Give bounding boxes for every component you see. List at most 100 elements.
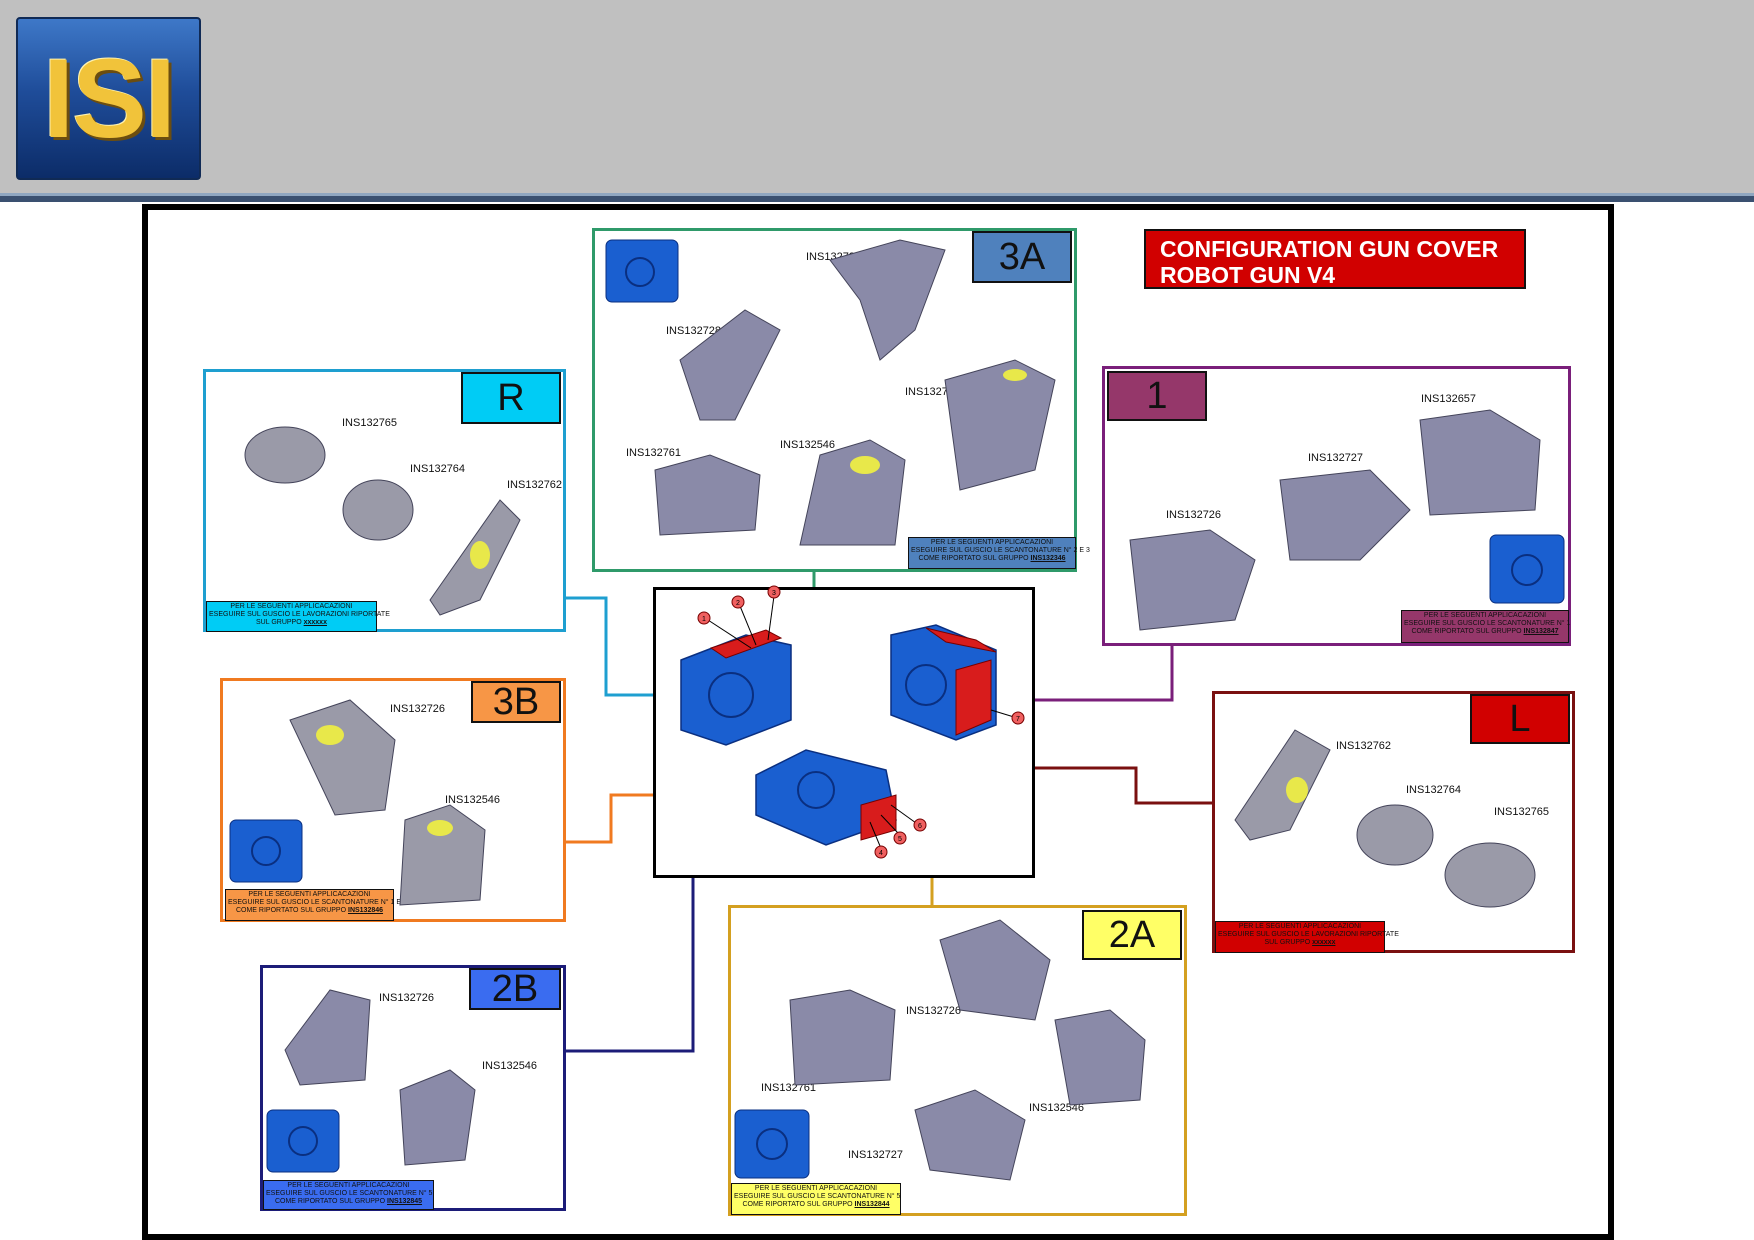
marker-5: 5 [880, 814, 907, 845]
tag-3B: 3B [471, 681, 561, 723]
bracket-ins132726 [944, 359, 1056, 491]
note-text: COME RIPORTATO SUL GRUPPO [274, 1198, 386, 1205]
application-note: PER LE SEGUENTI APPLICACAZIONI ESEGUIRE … [225, 889, 407, 921]
note-line: ESEGUIRE SUL GUSCIO LE SCANTONATURE N° 1 [1404, 620, 1571, 627]
note-text: COME RIPORTATO SUL GRUPPO [1411, 628, 1522, 635]
note-line: PER LE SEGUENTI APPLICACAZIONI [230, 603, 353, 610]
tag-1: 1 [1107, 371, 1207, 421]
note-line: ESEGUIRE SUL GUSCIO LE SCANTONATURE N° 5 [734, 1193, 901, 1200]
blue-cover-thumbnail [1489, 534, 1565, 604]
isi-logo: ISI [16, 17, 201, 180]
housing-ins132765 [1444, 842, 1536, 908]
wire-L [1035, 766, 1212, 805]
part-label: INS132726 [1166, 509, 1222, 521]
application-note: PER LE SEGUENTI APPLICACAZIONI ESEGUIRE … [731, 1183, 901, 1215]
panel-L: L INS132762 INS132764 INS132765 PER LE S… [1212, 691, 1575, 953]
note-line: SUL GRUPPO xxxxxx [209, 619, 374, 627]
tag-3A: 3A [972, 231, 1072, 283]
note-text: SUL GRUPPO [1264, 939, 1311, 946]
part-label: INS132546 [780, 439, 836, 451]
bracket-ins132546 [799, 439, 906, 546]
part-label: INS132546 [445, 794, 501, 806]
part-label: INS132765 [342, 417, 398, 429]
part-label: INS132765 [1494, 806, 1550, 818]
marker-7: 7 [990, 709, 1025, 725]
blue-cover-thumbnail [266, 1109, 340, 1173]
note-line: SUL GRUPPO xxxxxx [1218, 939, 1382, 947]
part-label: INS132762 [507, 479, 563, 491]
marker-3-label: 3 [772, 590, 776, 597]
bracket-ins132546 [1054, 1009, 1146, 1106]
gun-cover-assembly: 1 2 3 7 6 5 4 [653, 585, 1035, 878]
note-line: ESEGUIRE SUL GUSCIO LE SCANTONATURE N° 2… [911, 547, 1090, 554]
bracket-ins132728 [679, 309, 781, 421]
marker-2-label: 2 [736, 600, 740, 607]
tag-2B: 2B [469, 968, 561, 1010]
bracket-ins132727 [1279, 469, 1411, 561]
bracket-ins132546 [399, 1069, 476, 1166]
note-line: COME RIPORTATO SUL GRUPPO INS132847 [1404, 628, 1566, 636]
application-note: PER LE SEGUENTI APPLICACAZIONI ESEGUIRE … [1401, 610, 1571, 643]
bracket-ins132726 [284, 989, 371, 1086]
bracket-ins132727 [914, 1089, 1026, 1181]
note-line: COME RIPORTATO SUL GRUPPO INS132346 [911, 555, 1073, 563]
note-text: COME RIPORTATO SUL GRUPPO [918, 555, 1029, 562]
application-note: PER LE SEGUENTI APPLICACAZIONI ESEGUIRE … [263, 1180, 434, 1210]
bracket-ins132727 [829, 239, 946, 361]
logo-text: ISI [43, 35, 176, 161]
bracket-ins132726 [1129, 529, 1256, 631]
marker-2: 2 [731, 595, 757, 646]
housing-ins132764 [1356, 804, 1434, 866]
blue-cover-thumbnail [605, 239, 679, 303]
bracket-ins132761 [654, 454, 761, 536]
title-line-1: CONFIGURATION GUN COVER [1160, 236, 1499, 262]
tag-R: R [461, 372, 561, 424]
title-line-2: ROBOT GUN V4 [1160, 262, 1336, 288]
part-label: INS132726 [379, 992, 435, 1004]
application-note: PER LE SEGUENTI APPLICACAZIONI ESEGUIRE … [908, 537, 1090, 569]
application-note: PER LE SEGUENTI APPLICACAZIONI ESEGUIRE … [1215, 921, 1399, 953]
header-divider [0, 196, 1754, 202]
header-bar [0, 0, 1754, 196]
gun-cover-view-top [755, 749, 897, 846]
marker-6: 6 [890, 804, 927, 832]
tag-2A: 2A [1082, 910, 1182, 960]
note-line: COME RIPORTATO SUL GRUPPO INS132846 [228, 907, 391, 915]
note-ref: INS132346 [1030, 555, 1066, 562]
note-line: PER LE SEGUENTI APPLICACAZIONI [248, 891, 371, 898]
wire-R [566, 596, 653, 697]
note-text: SUL GRUPPO [256, 619, 302, 626]
blue-cover-thumbnail [229, 819, 303, 883]
note-line: PER LE SEGUENTI APPLICACAZIONI [287, 1182, 410, 1189]
note-line: ESEGUIRE SUL GUSCIO LE SCANTONATURE N° 1… [228, 899, 407, 906]
note-line: ESEGUIRE SUL GUSCIO LE LAVORAZIONI RIPOR… [1218, 931, 1399, 938]
note-line: PER LE SEGUENTI APPLICACAZIONI [754, 1185, 878, 1192]
part-label: INS132727 [1308, 452, 1364, 464]
bracket-ins132657 [1419, 409, 1541, 516]
panel-3B: 3B INS132726 INS132546 PER LE SEGUENTI A… [220, 678, 566, 922]
marker-3: 3 [767, 585, 781, 641]
housing-ins132764 [342, 479, 414, 541]
note-line: COME RIPORTATO SUL GRUPPO INS132845 [266, 1198, 431, 1206]
configuration-title: CONFIGURATION GUN COVER ROBOT GUN V4 [1144, 229, 1526, 289]
plate-ins132762 [1234, 729, 1331, 841]
application-note: PER LE SEGUENTI APPLICACAZIONI ESEGUIRE … [206, 601, 390, 632]
plate-ins132762 [429, 499, 521, 616]
note-ref: INS132844 [854, 1201, 890, 1208]
gun-cover-view-front [680, 629, 792, 746]
part-label: INS132726 [390, 703, 446, 715]
part-label: INS132657 [1421, 393, 1477, 405]
marker-4: 4 [869, 821, 888, 859]
header-divider-light [0, 193, 1754, 196]
tag-L: L [1470, 694, 1570, 744]
wire-1 [1035, 646, 1174, 702]
marker-6-label: 6 [918, 823, 922, 830]
note-line: ESEGUIRE SUL GUSCIO LE LAVORAZIONI RIPOR… [209, 611, 390, 618]
note-text: COME RIPORTATO SUL GRUPPO [742, 1201, 853, 1208]
part-label: INS132762 [1336, 740, 1392, 752]
note-line: PER LE SEGUENTI APPLICACAZIONI [930, 539, 1054, 546]
marker-7-label: 7 [1016, 716, 1020, 723]
wire-2B [566, 878, 695, 1053]
